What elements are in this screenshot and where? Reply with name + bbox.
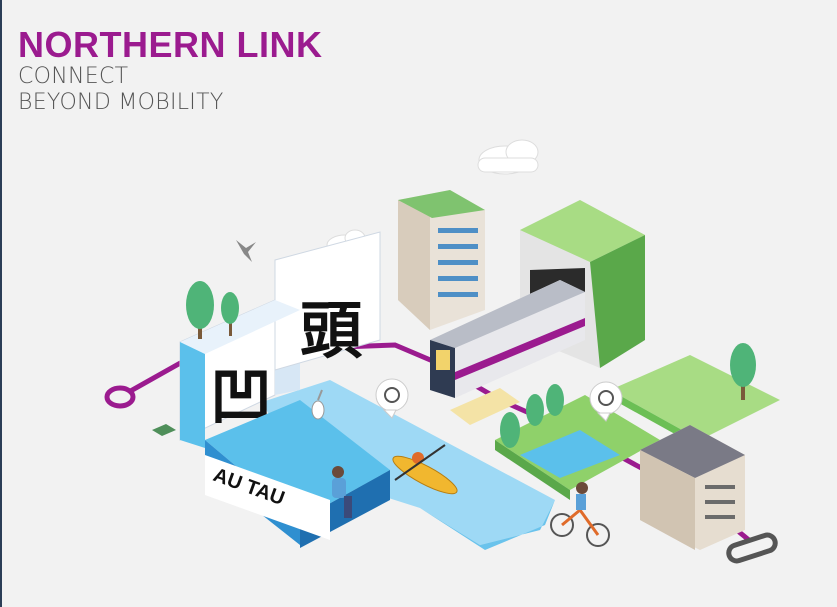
station-sign: 凹 頭 AU TAU <box>179 231 390 548</box>
residential-building <box>640 425 745 550</box>
small-bench <box>152 424 176 436</box>
wetland <box>495 384 660 500</box>
sign-char-2: 頭 <box>300 294 363 367</box>
page-title: NORTHERN LINK <box>18 24 323 65</box>
camera-bubble-icon <box>375 378 409 419</box>
kayak <box>392 444 458 495</box>
subtitle-line-1: CONNECT <box>18 64 129 89</box>
apartment-tower <box>398 190 485 330</box>
person-sitting <box>332 466 352 518</box>
platform <box>450 388 520 425</box>
subtitle-line-2: BEYOND MOBILITY <box>18 90 224 115</box>
route-end-capsule <box>726 532 778 564</box>
cloud-top <box>477 139 539 175</box>
cyclist <box>550 482 610 547</box>
heading-block: NORTHERN LINK CONNECT BEYOND MOBILITY <box>18 26 322 116</box>
egret-left <box>311 389 325 420</box>
camera-bubble-icon <box>589 381 623 422</box>
train <box>430 280 585 398</box>
bird-icon <box>236 240 256 262</box>
route-start-ring <box>104 385 136 409</box>
trees-left <box>186 281 239 339</box>
river-lower <box>420 500 555 550</box>
